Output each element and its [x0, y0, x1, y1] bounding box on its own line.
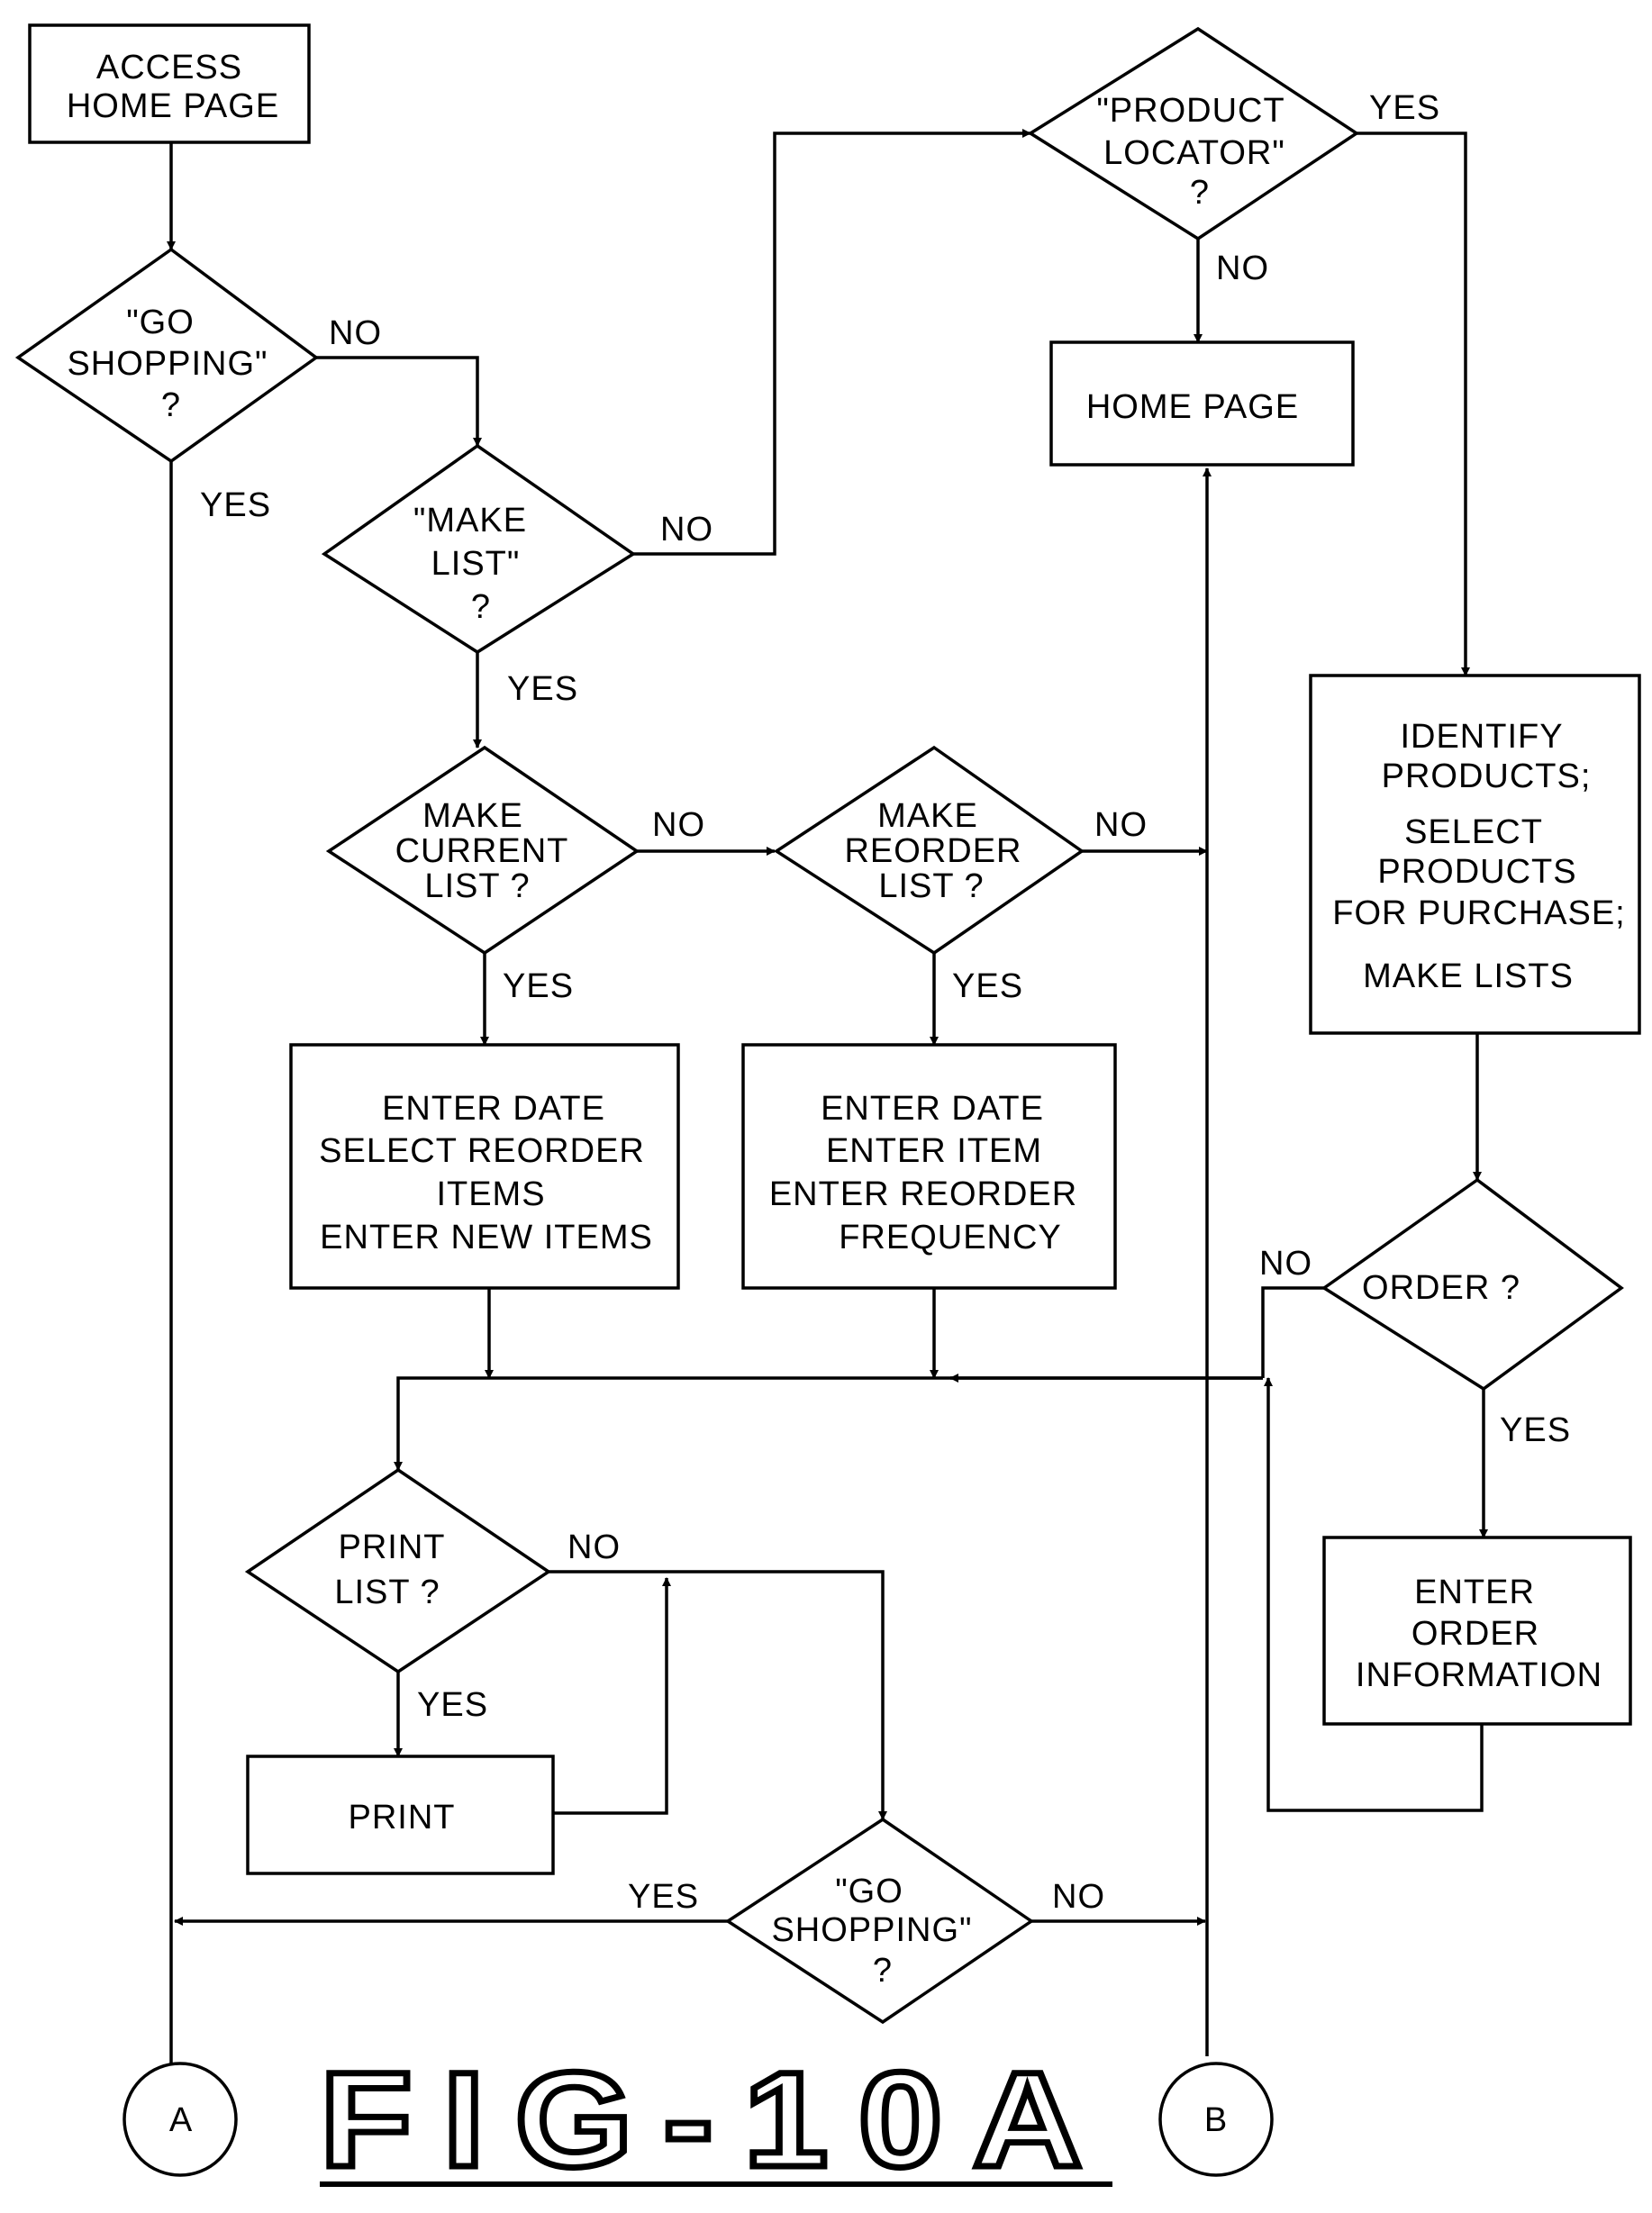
access-home-page-box: ACCESS HOME PAGE: [28, 23, 311, 144]
print-list-line: LIST ?: [334, 1574, 440, 1611]
make-current-list-line: MAKE: [422, 797, 523, 835]
product-locator-yes-label: YES: [1369, 89, 1440, 127]
order-no-label: NO: [1259, 1245, 1312, 1283]
identify-products-line: SELECT: [1404, 813, 1543, 851]
go-shopping-2-no-label: NO: [1052, 1878, 1105, 1916]
product-locator-line: LOCATOR": [1103, 134, 1285, 172]
reorder-list-no-label: NO: [1094, 806, 1148, 844]
edge-productlocator-yes: [1357, 132, 1470, 676]
print-list-no-label: NO: [567, 1528, 621, 1566]
print-box: PRINT: [246, 1755, 555, 1875]
order-decision: ORDER ?: [1321, 1177, 1624, 1392]
enter-order-info-line: INFORMATION: [1356, 1656, 1602, 1694]
connector-b-label: B: [1204, 2101, 1228, 2139]
access-home-page-line: ACCESS: [96, 49, 242, 86]
reorder-list-line: FREQUENCY: [839, 1219, 1062, 1256]
reorder-list-line: ENTER DATE: [821, 1090, 1044, 1128]
figure-title: FIG-10A: [317, 2041, 1112, 2199]
figure-title-text: FIG-10A: [320, 2044, 1112, 2195]
edge-goshopping-no: [316, 356, 482, 447]
go-shopping-2-line: SHOPPING": [771, 1911, 972, 1949]
make-reorder-list-line: MAKE: [877, 797, 978, 835]
enter-order-info-line: ORDER: [1411, 1615, 1539, 1653]
product-locator-no-label: NO: [1216, 249, 1269, 287]
access-home-page-line: HOME PAGE: [67, 87, 279, 125]
make-list-decision: "MAKE LIST" ?: [321, 443, 637, 655]
edge-merge-to-printlist: [394, 1376, 1263, 1471]
current-list-line: ENTER DATE: [382, 1090, 605, 1128]
go-shopping-2-line: "GO: [835, 1873, 903, 1910]
reorder-list-line: ENTER ITEM: [826, 1132, 1042, 1170]
print-list-decision: PRINT LIST ?: [244, 1467, 552, 1674]
go-shopping-decision: "GO SHOPPING" ?: [14, 247, 319, 464]
reorder-list-yes-label: YES: [952, 967, 1023, 1005]
go-shopping-2-line: ?: [873, 1952, 893, 1990]
make-current-list-line: CURRENT: [395, 832, 569, 870]
current-list-no-label: NO: [652, 806, 705, 844]
make-list-no-label: NO: [660, 511, 713, 549]
current-list-line: ENTER NEW ITEMS: [320, 1219, 653, 1256]
make-reorder-list-line: LIST ?: [878, 867, 984, 905]
connectors: [167, 129, 1488, 2084]
product-locator-line: ?: [1190, 174, 1210, 212]
order-yes-label: YES: [1500, 1411, 1571, 1449]
product-locator-decision: "PRODUCT LOCATOR" ?: [1027, 26, 1360, 241]
print-list-line: PRINT: [339, 1528, 446, 1566]
go-shopping-2-yes-label: YES: [628, 1878, 699, 1916]
edge-orderinfo-loop: [1264, 1377, 1484, 1812]
print-list-yes-label: YES: [417, 1686, 488, 1724]
order-label: ORDER ?: [1362, 1269, 1520, 1307]
identify-products-line: MAKE LISTS: [1363, 957, 1574, 995]
edge-printlist-no: [549, 1570, 887, 1820]
connector-b: B: [1158, 2062, 1274, 2177]
connector-a: A: [123, 2062, 238, 2177]
home-page-label: HOME PAGE: [1086, 388, 1299, 426]
edge-labels: NO YES NO YES YES NO NO YES NO YES NO YE…: [200, 89, 1571, 1916]
reorder-list-box: ENTER DATE ENTER ITEM ENTER REORDER FREQ…: [741, 1043, 1117, 1290]
go-shopping-line: SHOPPING": [67, 345, 268, 383]
identify-products-line: PRODUCTS: [1377, 853, 1576, 891]
enter-order-info-box: ENTER ORDER INFORMATION: [1322, 1536, 1632, 1726]
go-shopping-no-label: NO: [329, 314, 382, 352]
current-list-line: SELECT REORDER: [319, 1132, 645, 1170]
edge-print-return: [553, 1577, 671, 1815]
go-shopping-line: "GO: [126, 304, 195, 341]
go-shopping-yes-label: YES: [200, 486, 271, 524]
make-current-list-line: LIST ?: [424, 867, 530, 905]
identify-products-line: FOR PURCHASE;: [1332, 894, 1625, 932]
enter-order-info-line: ENTER: [1414, 1574, 1535, 1611]
current-list-box: ENTER DATE SELECT REORDER ITEMS ENTER NE…: [289, 1043, 680, 1290]
make-current-list-decision: MAKE CURRENT LIST ?: [325, 745, 640, 956]
product-locator-line: "PRODUCT: [1096, 92, 1284, 130]
edge-makelist-no: [633, 129, 1031, 556]
identify-products-line: PRODUCTS;: [1382, 757, 1592, 795]
make-list-line: LIST": [431, 545, 521, 583]
current-list-yes-label: YES: [503, 967, 574, 1005]
home-page-box: HOME PAGE: [1049, 340, 1355, 467]
print-label: PRINT: [349, 1799, 456, 1837]
current-list-line: ITEMS: [436, 1175, 545, 1213]
make-list-line: ?: [471, 588, 491, 626]
go-shopping-line: ?: [161, 386, 181, 424]
go-shopping-2-decision: "GO SHOPPING" ?: [724, 1817, 1035, 2025]
make-reorder-list-line: REORDER: [844, 832, 1021, 870]
make-reorder-list-decision: MAKE REORDER LIST ?: [773, 745, 1085, 956]
edge-order-no: [1261, 1286, 1324, 1378]
identify-products-box: IDENTIFY PRODUCTS; SELECT PRODUCTS FOR P…: [1309, 674, 1641, 1035]
connector-a-label: A: [169, 2101, 193, 2139]
reorder-list-line: ENTER REORDER: [769, 1175, 1077, 1213]
make-list-yes-label: YES: [507, 670, 578, 708]
make-list-line: "MAKE: [413, 502, 527, 540]
identify-products-line: IDENTIFY: [1400, 718, 1563, 756]
